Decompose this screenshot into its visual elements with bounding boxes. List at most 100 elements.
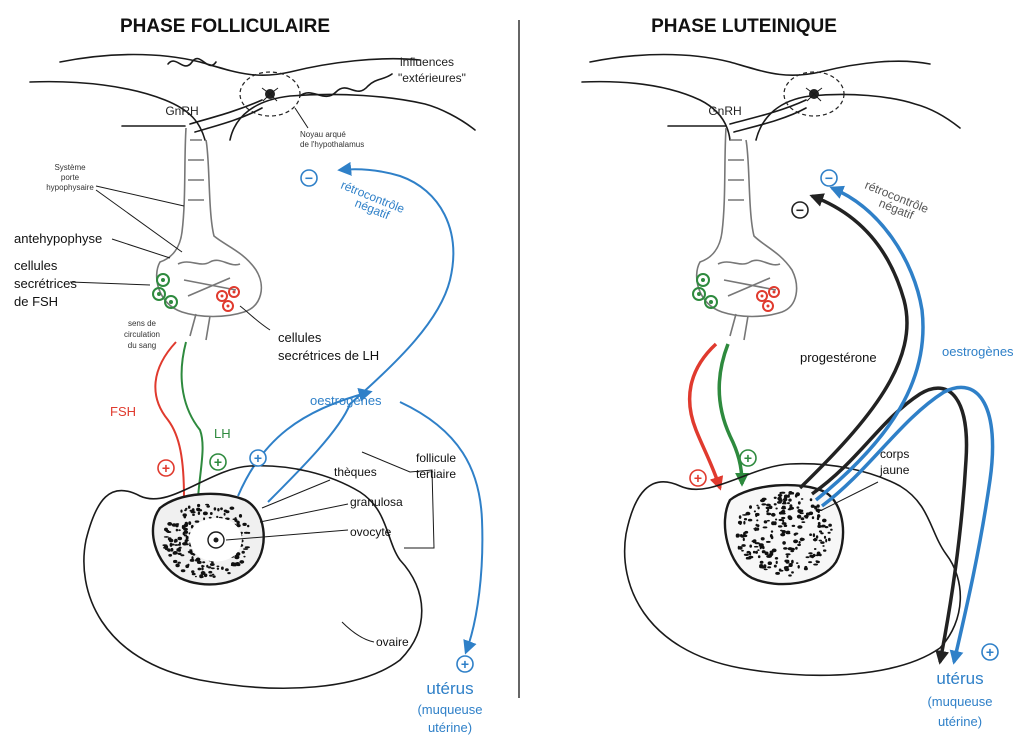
ovocyte-label: ovocyte	[350, 525, 392, 539]
muqueuse-label-2: utérine)	[428, 720, 472, 735]
texture-dot	[186, 536, 188, 540]
texture-dot	[200, 576, 203, 578]
texture-dot	[819, 554, 821, 557]
lh-cells-label-2: secrétrices de LH	[278, 348, 379, 363]
right-panel: PHASE LUTEINIQUE	[582, 16, 1014, 729]
texture-dot	[171, 544, 175, 546]
follicule-label: follicule	[416, 451, 456, 465]
plus-sign: +	[254, 450, 262, 466]
texture-dot	[743, 521, 745, 525]
texture-dot	[797, 509, 801, 513]
antehypophyse-label: antehypophyse	[14, 231, 102, 246]
texture-dot	[201, 567, 203, 570]
texture-dot	[762, 546, 765, 549]
texture-dot	[801, 498, 804, 500]
texture-dot	[213, 575, 216, 578]
texture-dot	[174, 544, 178, 546]
texture-dot	[799, 541, 801, 544]
texture-dot	[823, 549, 826, 551]
lh-cells-label: cellules	[278, 330, 322, 345]
texture-dot	[781, 511, 785, 513]
texture-dot	[808, 561, 812, 563]
texture-dot	[745, 512, 750, 516]
texture-dot	[779, 519, 784, 521]
texture-dot	[775, 519, 777, 521]
texture-dot	[196, 558, 201, 562]
texture-dot	[787, 502, 790, 504]
texture-dot	[789, 507, 794, 510]
texture-dot	[204, 574, 208, 578]
texture-dot	[178, 562, 181, 564]
texture-dot	[209, 517, 212, 519]
texture-dot	[167, 522, 172, 526]
texture-dot	[179, 547, 182, 549]
theques-pointer	[262, 480, 330, 508]
texture-dot	[216, 566, 219, 568]
texture-dot	[247, 525, 249, 528]
follicule-label-2: tertiaire	[416, 467, 456, 481]
texture-dot	[793, 540, 798, 544]
left-panel: PHASE FOLLICULAIRE	[14, 16, 483, 735]
texture-dot	[175, 564, 179, 568]
texture-dot	[797, 515, 801, 519]
fsh-cells-label-2: secrétrices	[14, 276, 77, 291]
texture-dot	[239, 514, 242, 518]
texture-dot	[190, 510, 195, 512]
texture-dot	[203, 517, 205, 520]
texture-dot	[243, 556, 245, 558]
texture-dot	[164, 528, 168, 532]
texture-dot	[198, 568, 202, 571]
granulosa-pointer	[260, 504, 348, 522]
fsh-cells-pointer	[70, 282, 150, 285]
texture-dot	[784, 568, 789, 572]
texture-dot	[739, 515, 742, 519]
texture-dot	[183, 513, 187, 516]
texture-dot	[761, 537, 765, 540]
texture-dot	[179, 553, 182, 555]
texture-dot	[756, 505, 758, 507]
texture-dot	[231, 565, 234, 567]
texture-dot	[754, 527, 757, 531]
lh-arrow-left	[182, 342, 203, 498]
texture-dot	[176, 529, 178, 532]
theques-label: thèques	[334, 465, 377, 479]
texture-dot	[178, 529, 181, 531]
texture-dot	[797, 544, 801, 546]
texture-dot	[203, 512, 208, 516]
systeme-label-2: porte	[61, 173, 80, 182]
texture-dot	[178, 537, 183, 540]
texture-dot	[817, 525, 821, 528]
texture-dot	[812, 516, 814, 519]
texture-dot	[816, 561, 820, 564]
gnrh-label: GnRH	[165, 104, 198, 118]
texture-dot	[788, 499, 791, 502]
uterus-label-right: utérus	[936, 669, 983, 688]
texture-dot	[784, 495, 788, 499]
texture-dot	[176, 548, 178, 551]
texture-dot	[775, 508, 777, 510]
texture-dot	[789, 564, 793, 567]
texture-dot	[220, 507, 223, 510]
texture-dot	[766, 541, 771, 543]
fsh-label: FSH	[110, 404, 136, 419]
texture-dot	[810, 498, 813, 501]
minus-sign: −	[305, 170, 313, 186]
texture-dot	[184, 509, 187, 511]
texture-dot	[801, 517, 805, 520]
systeme-pointer-1	[96, 186, 184, 206]
texture-dot	[210, 563, 215, 566]
plus-sign: +	[461, 656, 469, 672]
texture-dot	[792, 525, 796, 527]
oestrogenes-label-right: oestrogènes	[942, 344, 1014, 359]
texture-dot	[778, 525, 783, 527]
texture-dot	[188, 521, 191, 525]
texture-dot	[759, 543, 762, 546]
uterus-label: utérus	[426, 679, 473, 698]
brain-outline-left	[60, 55, 420, 76]
sens-label: sens de	[128, 319, 157, 328]
texture-dot	[772, 549, 777, 553]
texture-dot	[809, 533, 812, 536]
texture-dot	[242, 551, 245, 554]
texture-dot	[190, 559, 195, 562]
texture-dot	[780, 492, 785, 494]
